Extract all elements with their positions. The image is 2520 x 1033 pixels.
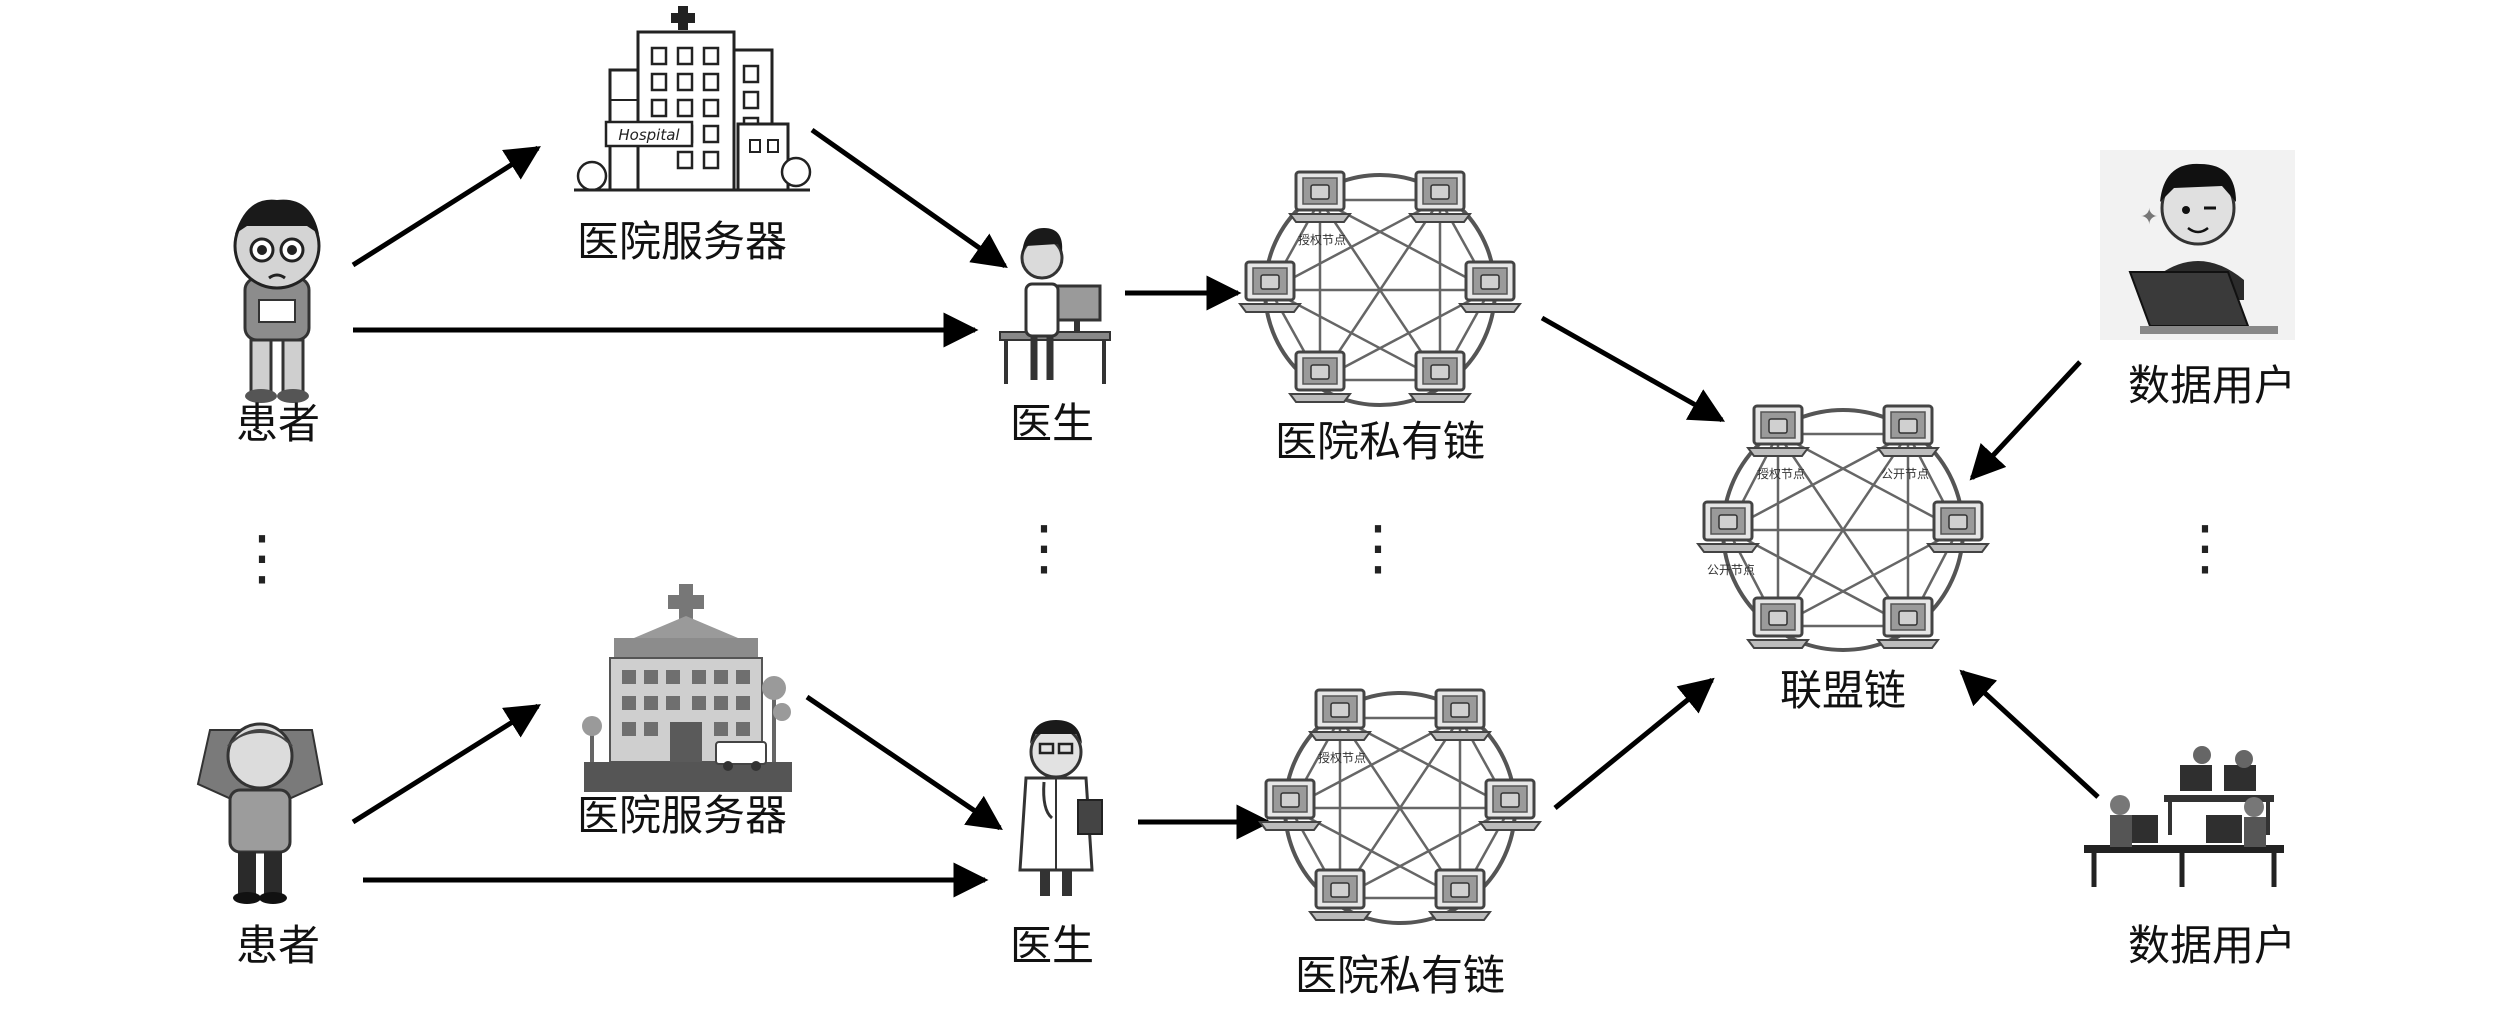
hospital-sign-text: Hospital (618, 126, 680, 144)
hospital-server-icon-top: Hospital (574, 6, 812, 192)
server-windows-bottom (622, 670, 750, 736)
consortium-node-caption-auth: 授权节点 (1757, 466, 1805, 481)
private-chain-node-caption-bottom: 授权节点 (1318, 750, 1366, 765)
patient-icon-bottom (196, 722, 324, 904)
arrow-patient-to-server-top (351, 145, 541, 268)
arrow-server-to-doctor-bottom (805, 694, 1003, 831)
continuation-dots-patients: ⋮ (232, 523, 292, 593)
doctor-icon-bottom (1018, 720, 1103, 896)
patient-label-bottom: 患者 (236, 921, 320, 970)
arrow-patient-to-server-bottom (351, 703, 541, 825)
consortium-chain-network: 授权节点 公开节点 公开节点 (1696, 404, 1990, 652)
continuation-dots-data-users: ⋮ (2175, 513, 2235, 583)
arrow-datauser-to-consortium-top (1969, 360, 2082, 481)
patient-icon-top (233, 199, 321, 403)
private-chain-network-top: 授权节点 (1238, 170, 1522, 407)
arrow-datauser-to-consortium-bottom (1959, 669, 2100, 799)
consortium-node-caption-public-2: 公开节点 (1707, 563, 1755, 577)
arrow-privatechain-to-consortium-top (1540, 315, 1726, 423)
doctor-icon-top (999, 228, 1111, 384)
patient-label-top: 患者 (236, 399, 320, 448)
arrow-privatechain-to-consortium-bottom (1553, 677, 1715, 810)
data-user-label-top: 数据用户 (2128, 361, 2296, 410)
private-chain-node-caption-top: 授权节点 (1298, 232, 1346, 247)
data-user-icon-top: ✦ (2100, 150, 2295, 340)
arrows (351, 127, 2100, 898)
continuation-dots-doctors: ⋮ (1014, 513, 1074, 583)
private-chain-label-bottom: 医院私有链 (1295, 951, 1505, 1000)
arrow-server-to-doctor-top (810, 127, 1008, 269)
server-label-top: 医院服务器 (577, 217, 787, 266)
private-chain-network-bottom: 授权节点 (1258, 688, 1542, 925)
data-user-label-bottom: 数据用户 (2128, 921, 2296, 970)
hospital-server-icon-bottom (582, 584, 792, 792)
consortium-node-caption-public-1: 公开节点 (1881, 467, 1929, 481)
server-label-bottom: 医院服务器 (577, 791, 787, 840)
private-chain-label-top: 医院私有链 (1275, 417, 1485, 466)
data-user-icon-bottom (2084, 746, 2284, 887)
sparkle-icon: ✦ (2140, 205, 2158, 230)
consortium-chain-label: 联盟链 (1780, 666, 1906, 715)
doctor-label-bottom: 医生 (1010, 921, 1094, 970)
doctor-label-top: 医生 (1010, 399, 1094, 448)
continuation-dots-private-chains: ⋮ (1348, 513, 1408, 583)
